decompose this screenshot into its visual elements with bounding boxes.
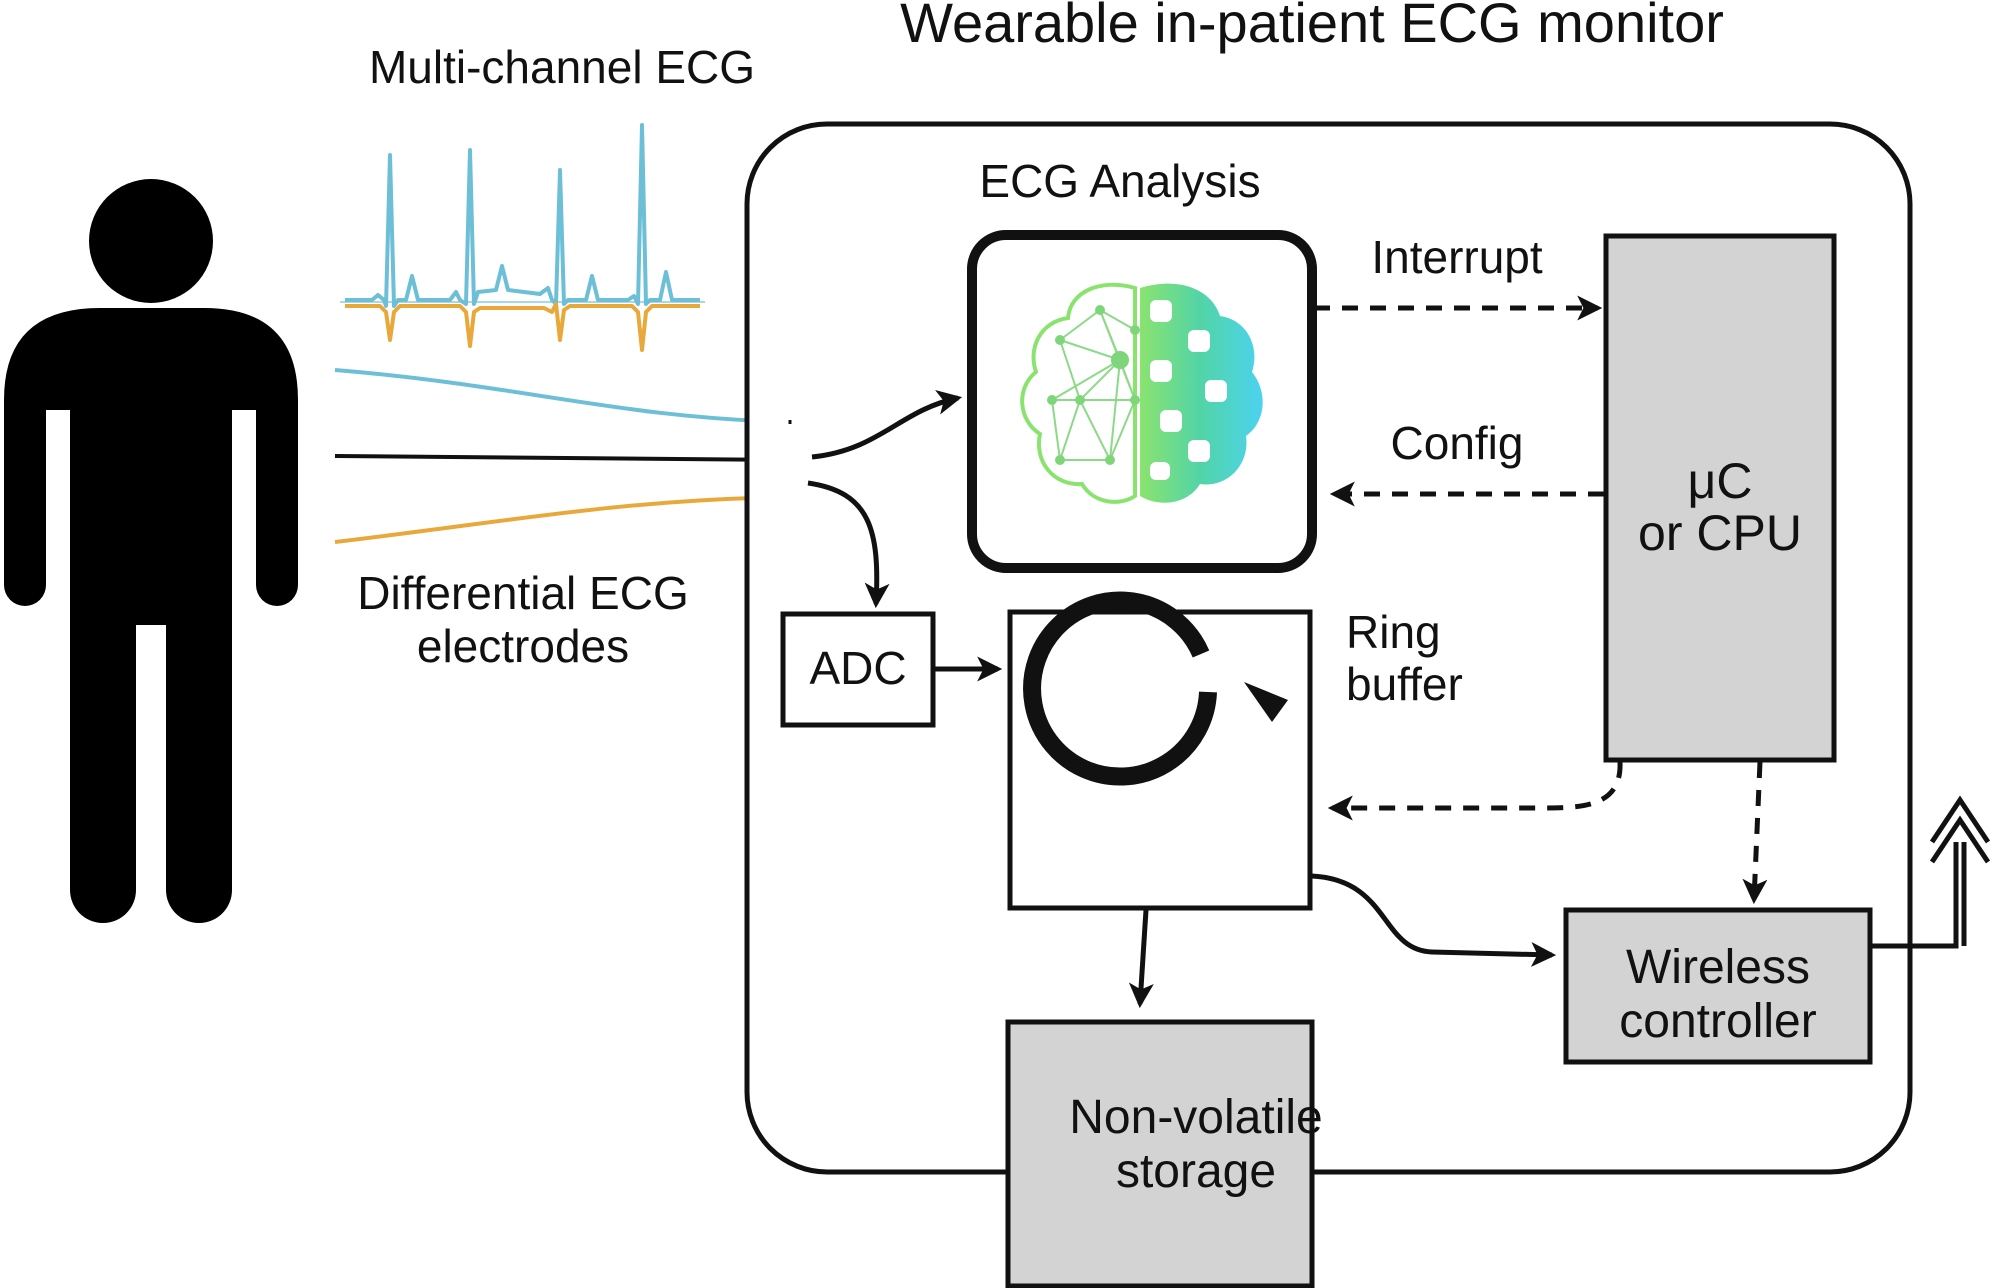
cpu-label: μC	[1688, 453, 1753, 509]
ring-buffer-label: Ring	[1346, 606, 1441, 658]
differential-electrodes-label: Differential ECG	[357, 567, 689, 619]
cpu-to-wireless-arrow	[1742, 761, 1768, 905]
ring-buffer-to-storage-arrow	[1128, 909, 1154, 1009]
cpu-to-ring-buffer-arrow	[1327, 761, 1623, 821]
nonvolatile-storage-label: Non-volatile	[1069, 1091, 1322, 1144]
adc-block	[780, 611, 936, 728]
neural-network-brain-icon	[1020, 282, 1263, 504]
cpu-label-line2: or CPU	[1638, 505, 1802, 561]
wireless-controller-label-line2: controller	[1619, 995, 1816, 1048]
electrode-wire-orange	[334, 495, 791, 544]
electrode-wire-blue	[334, 368, 791, 424]
ecg-waveform-orange	[345, 302, 700, 352]
multichannel-ecg-label: Multi-channel ECG	[369, 41, 755, 93]
ring-buffer-label-line2: buffer	[1346, 658, 1463, 710]
ring-buffer-to-wireless-arrow	[1311, 873, 1557, 967]
nonvolatile-storage-block	[1005, 1019, 1315, 1288]
arrow-electrodes-to-analysis	[811, 389, 963, 460]
circular-arrow-icon	[1023, 591, 1288, 786]
nonvolatile-storage-label-line2: storage	[1116, 1145, 1276, 1198]
diagram-title: Wearable in-patient ECG monitor	[900, 0, 1724, 54]
arrow-electrodes-to-adc	[807, 480, 890, 609]
adc-label: ADC	[809, 642, 906, 694]
electrode-wire-black	[334, 454, 791, 462]
wireless-controller-label: Wireless	[1626, 941, 1810, 994]
ecg-analysis-label: ECG Analysis	[979, 155, 1260, 207]
person-silhouette-icon	[4, 179, 298, 923]
cpu-block	[1603, 233, 1837, 763]
ecg-waveform-blue	[340, 123, 705, 308]
wireless-controller-block	[1563, 907, 1873, 1065]
interrupt-label: Interrupt	[1371, 231, 1543, 283]
antenna-double-chevron-icon	[1872, 795, 1991, 949]
differential-electrodes-label-line2: electrodes	[417, 620, 629, 672]
config-label: Config	[1391, 417, 1524, 469]
